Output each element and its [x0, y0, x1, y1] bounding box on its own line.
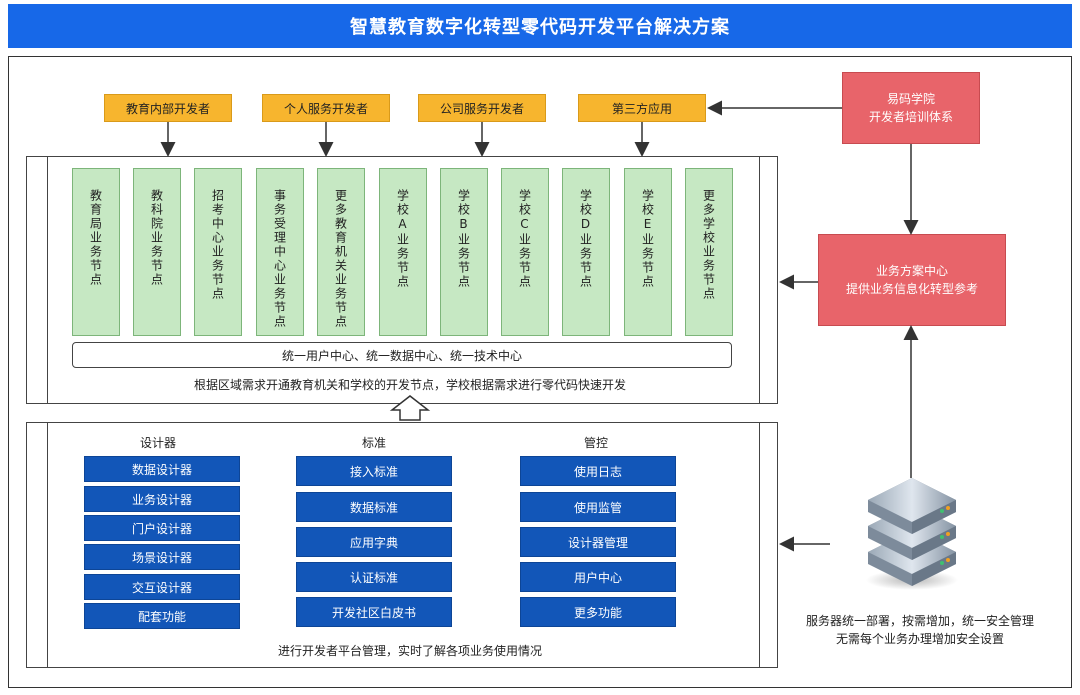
server-caption-line2: 无需每个业务办理增加安全设置: [835, 632, 1004, 646]
node-label: 更多教育机关业务节点: [333, 189, 348, 329]
data-designer-button[interactable]: 数据设计器: [84, 456, 240, 482]
node-label: 学校C业务节点: [517, 189, 532, 289]
designer-heading: 设计器: [140, 436, 177, 450]
usage-log-button[interactable]: 使用日志: [520, 456, 676, 486]
node-label: 更多学校业务节点: [701, 189, 716, 301]
designer-management-button[interactable]: 设计器管理: [520, 527, 676, 557]
data-standard-button[interactable]: 数据标准: [296, 492, 452, 522]
node-label: 学校B业务节点: [456, 189, 471, 289]
node-education-institute: 教科院业务节点: [133, 168, 181, 336]
node-more-schools: 更多学校业务节点: [685, 168, 733, 336]
node-school-e: 学校E业务节点: [624, 168, 672, 336]
node-school-d: 学校D业务节点: [562, 168, 610, 336]
developer-tag-third-party: 第三方应用: [578, 94, 706, 122]
node-label: 学校E业务节点: [640, 189, 655, 289]
community-whitepaper-button[interactable]: 开发社区白皮书: [296, 597, 452, 627]
scene-designer-button[interactable]: 场景设计器: [84, 544, 240, 570]
auth-standard-button[interactable]: 认证标准: [296, 562, 452, 592]
control-heading: 管控: [584, 436, 609, 450]
training-system-box: 易码学院 开发者培训体系: [842, 72, 980, 144]
more-features-button[interactable]: 更多功能: [520, 597, 676, 627]
node-label: 教科院业务节点: [149, 189, 164, 287]
page-title: 智慧教育数字化转型零代码开发平台解决方案: [8, 4, 1072, 48]
node-exam-center: 招考中心业务节点: [194, 168, 242, 336]
node-school-b: 学校B业务节点: [440, 168, 488, 336]
supporting-features-button[interactable]: 配套功能: [84, 603, 240, 629]
node-school-c: 学校C业务节点: [501, 168, 549, 336]
app-dictionary-button[interactable]: 应用字典: [296, 527, 452, 557]
node-more-agencies: 更多教育机关业务节点: [317, 168, 365, 336]
node-label: 学校D业务节点: [578, 189, 593, 289]
lower-caption: 进行开发者平台管理，实时了解各项业务使用情况: [277, 644, 542, 658]
usage-supervision-button[interactable]: 使用监管: [520, 492, 676, 522]
node-label: 事务受理中心业务节点: [272, 189, 287, 329]
interaction-designer-button[interactable]: 交互设计器: [84, 574, 240, 600]
diagram-frame: [8, 56, 1072, 688]
node-label: 招考中心业务节点: [210, 189, 225, 301]
business-designer-button[interactable]: 业务设计器: [84, 486, 240, 512]
solution-center-subtitle: 提供业务信息化转型参考: [845, 282, 978, 296]
developer-tag-individual: 个人服务开发者: [262, 94, 390, 122]
node-education-bureau: 教育局业务节点: [72, 168, 120, 336]
node-label: 教育局业务节点: [88, 189, 103, 287]
node-label: 学校A业务节点: [395, 189, 410, 289]
server-caption: 服务器统一部署，按需增加，统一安全管理 无需每个业务办理增加安全设置: [790, 612, 1050, 648]
access-standard-button[interactable]: 接入标准: [296, 456, 452, 486]
upper-caption: 根据区域需求开通教育机关和学校的开发节点，学校根据需求进行零代码快速开发: [193, 378, 626, 392]
portal-designer-button[interactable]: 门户设计器: [84, 515, 240, 541]
unified-center-bar: 统一用户中心、统一数据中心、统一技术中心: [72, 342, 732, 368]
training-title: 易码学院: [886, 92, 935, 106]
standard-heading: 标准: [362, 436, 387, 450]
developer-tag-internal: 教育内部开发者: [104, 94, 232, 122]
training-subtitle: 开发者培训体系: [868, 110, 953, 124]
node-school-a: 学校A业务节点: [379, 168, 427, 336]
developer-tag-company: 公司服务开发者: [418, 94, 546, 122]
node-affairs-center: 事务受理中心业务节点: [256, 168, 304, 336]
user-center-button[interactable]: 用户中心: [520, 562, 676, 592]
server-caption-line1: 服务器统一部署，按需增加，统一安全管理: [805, 614, 1034, 628]
solution-center-title: 业务方案中心: [875, 264, 948, 278]
solution-center-box: 业务方案中心 提供业务信息化转型参考: [818, 234, 1006, 326]
